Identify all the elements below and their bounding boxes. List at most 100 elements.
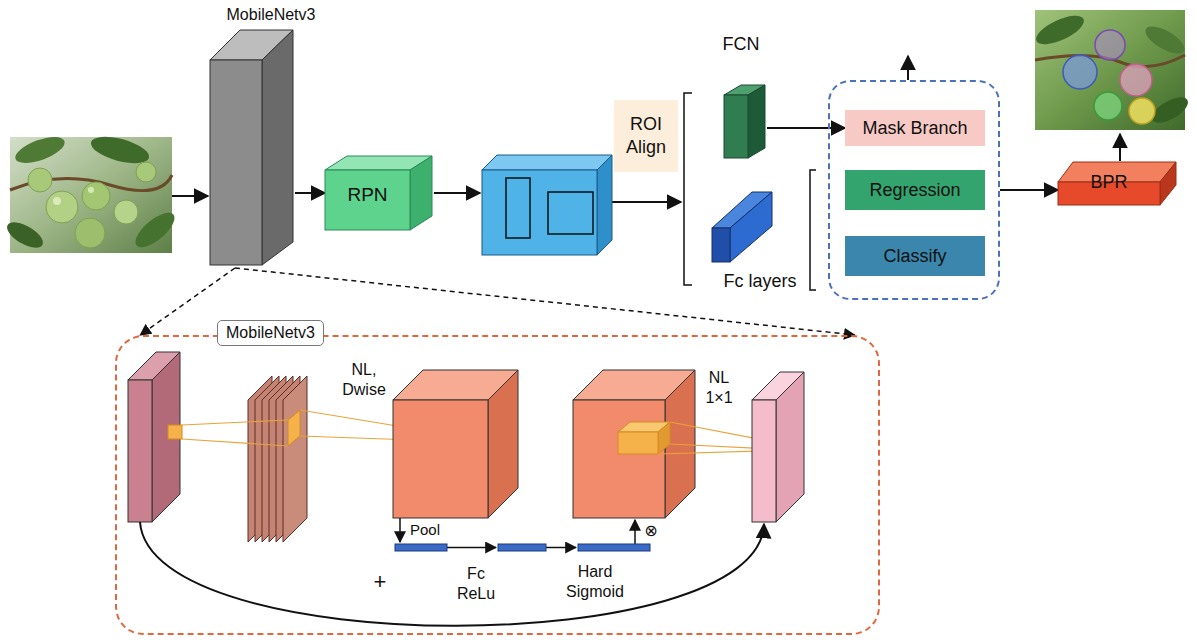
classify-box: Classify [845, 236, 985, 276]
proposal-box-part [482, 155, 612, 170]
detail-region: MobileNetv3 [115, 335, 880, 635]
input-photo-part [114, 200, 138, 224]
output-photo-part [1129, 98, 1155, 124]
proposal-box-part [506, 178, 530, 238]
node-label: Mask Branch [845, 117, 985, 139]
bneck-block-part [128, 380, 152, 522]
proposal-box-part [548, 192, 593, 234]
bneck-block-part [752, 400, 776, 522]
backbone-block-shape-part [210, 60, 262, 265]
annotation-label: Hard Sigmoid [562, 562, 628, 602]
node-label: Classify [845, 245, 985, 267]
output-photo-part [1141, 21, 1188, 59]
flow-arrows-part [172, 195, 208, 197]
label-holder: ⊗ [640, 521, 662, 541]
regression-box: Regression [845, 170, 985, 210]
proposal-box [482, 155, 612, 255]
bneck-block-part-part [182, 439, 288, 446]
flow-arrows-part [907, 56, 909, 80]
output-photo-part [1032, 10, 1088, 50]
bneck-block [128, 352, 804, 626]
output-photo-part [1094, 92, 1122, 120]
region-title: MobileNetv3 [217, 320, 324, 346]
flow-arrows-part [1119, 134, 1121, 161]
flow-arrow [295, 192, 325, 194]
bneck-block-part [140, 518, 764, 626]
bneck-block-part [288, 410, 300, 446]
bracket-part [810, 170, 816, 290]
input-photo-part [88, 187, 94, 193]
input-photo-part [28, 168, 52, 192]
fc-layers-block-shape-part [712, 228, 730, 262]
bneck-block-part [618, 432, 658, 454]
annotation-label: ⊗ [640, 521, 662, 541]
bneck-block-part [776, 372, 804, 522]
rpn-block-shape-part [325, 170, 410, 230]
bneck-block-part [168, 425, 182, 439]
output-photo-part [1063, 55, 1097, 89]
bneck-block-part-part [140, 522, 764, 626]
input-photo-part [53, 197, 61, 205]
bneck-block-part [658, 422, 670, 454]
annotation-label: Fc ReLu [450, 564, 502, 604]
node-label: FCN [715, 33, 767, 55]
backbone-block-shape [205, 5, 295, 268]
bneck-block-part-part [546, 547, 576, 549]
label-holder: Fc ReLu [450, 564, 502, 604]
annotation-label: NL, Dwise [336, 360, 392, 400]
annotation-label: Pool [405, 520, 445, 540]
annotation-label: + [368, 570, 392, 594]
bneck-block-part-part [447, 547, 496, 549]
fc-layers-block: Fc layers [705, 182, 805, 294]
proposal-box-part [482, 170, 597, 255]
mask-branch-box: Mask Branch [845, 110, 985, 146]
label-holder: Pool [405, 520, 445, 540]
head-group: Mask BranchRegressionClassify [828, 80, 1000, 300]
node-label: BPR [1058, 170, 1160, 194]
bneck-block-part [393, 400, 488, 518]
output-photo-part [1120, 64, 1152, 96]
roi-align-box: ROI Align [614, 100, 678, 172]
bneck-block-part [488, 370, 518, 518]
bneck-block-part [283, 376, 307, 542]
rpn-block-shape-part [410, 156, 432, 230]
node-label: MobileNetv3 [215, 5, 327, 25]
input-photo-part [3, 217, 47, 253]
flow-arrow [1000, 189, 1058, 191]
label-holder: Hard Sigmoid [562, 562, 628, 602]
output-photo [1032, 10, 1192, 130]
bneck-block-part [395, 544, 447, 551]
label-holder: NL, Dwise [336, 360, 392, 400]
node-label: RPN [325, 183, 410, 207]
fc-layers-block-shape-part [730, 192, 772, 262]
node-label: Fc layers [715, 270, 805, 292]
label-holder: + [368, 570, 392, 594]
proposal-box-part [597, 155, 612, 255]
fcn-block-shape-part [748, 85, 765, 158]
backbone-block: MobileNetv3 [205, 5, 295, 268]
input-photo-part [75, 218, 105, 248]
bneck-block-part [578, 544, 650, 551]
bpr-block: BPR [1058, 160, 1178, 207]
bneck-block-part-part [182, 420, 288, 425]
zoom-connector [235, 268, 855, 335]
bneck-block-part-part [634, 520, 636, 544]
bneck-block-part [573, 400, 665, 518]
output-photo-part [1095, 30, 1125, 60]
node-label: ROI Align [614, 113, 678, 159]
flow-arrows-part [612, 201, 681, 203]
input-photo-part [136, 162, 156, 182]
annotation-label: NL 1×1 [698, 368, 740, 408]
bneck-block-part [498, 544, 546, 551]
bracket-part [684, 93, 692, 285]
bneck-block-part-part [399, 518, 401, 542]
rpn-block: RPN [325, 155, 433, 231]
fcn-block: FCN [715, 33, 767, 160]
backbone-block-shape-part [262, 30, 293, 265]
node-label: Regression [845, 179, 985, 201]
input-photo-part [46, 191, 78, 223]
input-photo-part [12, 132, 68, 169]
